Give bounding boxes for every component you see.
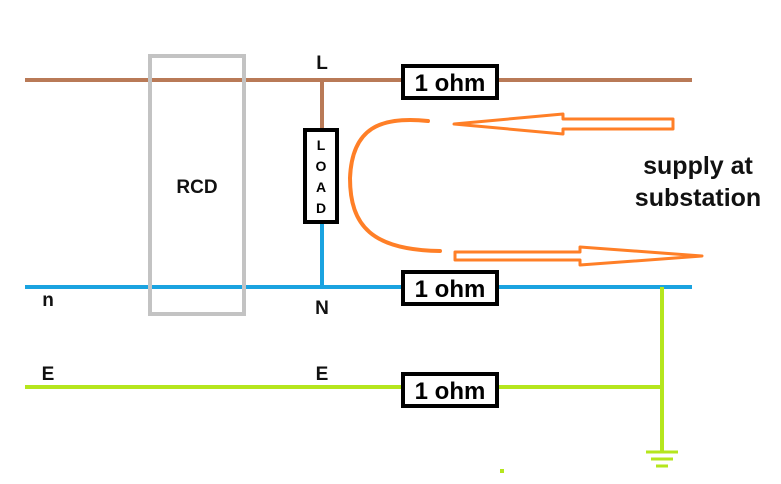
earth-resistor: 1 ohm: [401, 372, 499, 408]
earth-resistor-label: 1 ohm: [415, 378, 486, 405]
load-letter-4: D: [316, 200, 326, 216]
load-letter-2: O: [316, 158, 327, 174]
supply-label-line1: supply at: [643, 152, 753, 180]
line-resistor: 1 ohm: [401, 64, 499, 100]
line-label: L: [316, 53, 328, 74]
supply-label-line2: substation: [635, 184, 761, 212]
current-flow-curve: [347, 118, 442, 253]
neutral-label-mid: N: [315, 298, 329, 319]
stray-dot: [500, 469, 504, 473]
neutral-resistor: 1 ohm: [401, 270, 499, 306]
rcd-label: RCD: [176, 177, 217, 198]
earth-label-mid: E: [316, 364, 329, 385]
neutral-resistor-label: 1 ohm: [415, 276, 486, 303]
line-resistor-label: 1 ohm: [415, 70, 486, 97]
earth-label-left: E: [42, 364, 55, 385]
incoming-current-arrow: [452, 112, 675, 136]
rcd-box: [148, 54, 246, 316]
ground-symbol-icon: [646, 450, 678, 468]
load-letter-1: L: [317, 137, 326, 153]
load-letter-3: A: [316, 179, 326, 195]
neutral-label-left: n: [42, 290, 54, 311]
load-box: [303, 128, 339, 224]
return-current-arrow: [453, 245, 704, 267]
